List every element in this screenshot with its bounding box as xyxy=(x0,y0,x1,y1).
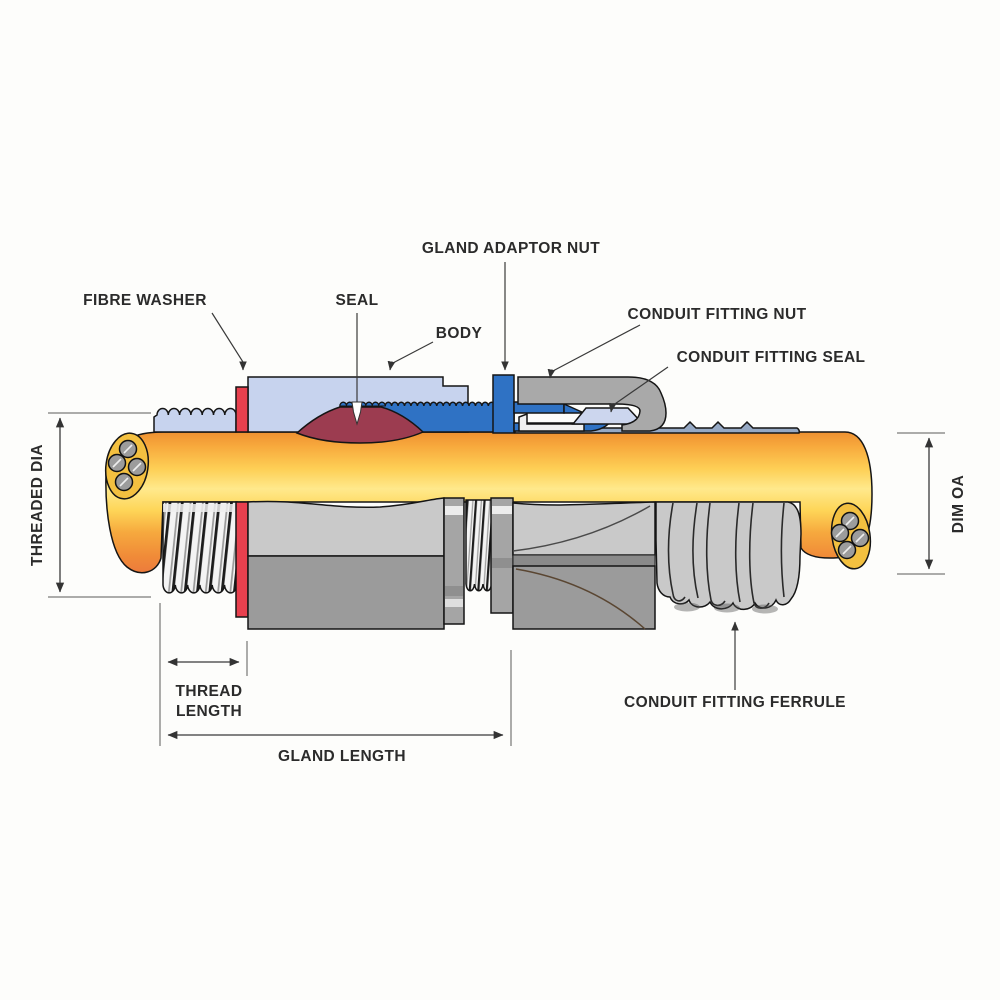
mid-thread xyxy=(465,499,493,592)
ferrule-shadows xyxy=(674,602,778,614)
conduit-fitting-seal-label: CONDUIT FITTING SEAL xyxy=(677,349,866,366)
lower-assembly xyxy=(162,497,802,630)
body-hex-lower xyxy=(247,555,445,630)
entry-thread-lower xyxy=(162,501,238,594)
entry-thread-upper xyxy=(153,407,237,433)
cable xyxy=(104,431,873,574)
dim-oa-label: DIM OA xyxy=(950,475,967,533)
adaptor-block xyxy=(512,501,656,630)
liner-channel xyxy=(518,412,585,432)
conduit-fitting-nut-label: CONDUIT FITTING NUT xyxy=(628,306,807,323)
thread-length-label-1: THREAD xyxy=(176,683,243,700)
thread-highlight xyxy=(163,504,236,512)
dimension-dim-oa: DIM OA xyxy=(897,432,967,575)
callouts: GLAND ADAPTOR NUT FIBRE WASHER SEAL BODY… xyxy=(83,240,865,711)
mid-collar-2 xyxy=(490,497,514,614)
seal-label: SEAL xyxy=(336,292,379,309)
dimension-threaded-dia: THREADED DIA xyxy=(29,412,151,598)
conduit-fitting-ferrule-label: CONDUIT FITTING FERRULE xyxy=(624,694,846,711)
fibre-washer-label: FIBRE WASHER xyxy=(83,292,207,309)
fibre-washer-lower xyxy=(235,501,249,618)
seal-white-arrow xyxy=(351,401,363,426)
gland-length-label: GLAND LENGTH xyxy=(278,748,406,765)
gland-adaptor-nut-label: GLAND ADAPTOR NUT xyxy=(422,240,600,257)
seal-thread-bumps xyxy=(339,401,386,407)
mid-collar-1 xyxy=(443,497,465,625)
conduit-fitting-nut-part xyxy=(517,376,667,432)
threaded-dia-label: THREADED DIA xyxy=(29,444,46,566)
adaptor-band xyxy=(512,554,656,567)
conduit-fitting-ferrule-part xyxy=(655,501,802,614)
dimension-gland-length: GLAND LENGTH xyxy=(167,650,512,765)
cable-cores-left xyxy=(107,439,147,492)
seal-part xyxy=(295,406,425,444)
thread-length-label-2: LENGTH xyxy=(176,703,242,720)
cable-cores-right xyxy=(830,511,870,560)
ferrule-corrugation-lines xyxy=(667,502,785,610)
dimension-thread-length: THREAD LENGTH xyxy=(159,603,248,746)
fibre-washer-upper xyxy=(235,386,249,433)
body-label: BODY xyxy=(436,325,483,342)
body-hex-upper xyxy=(247,497,445,557)
